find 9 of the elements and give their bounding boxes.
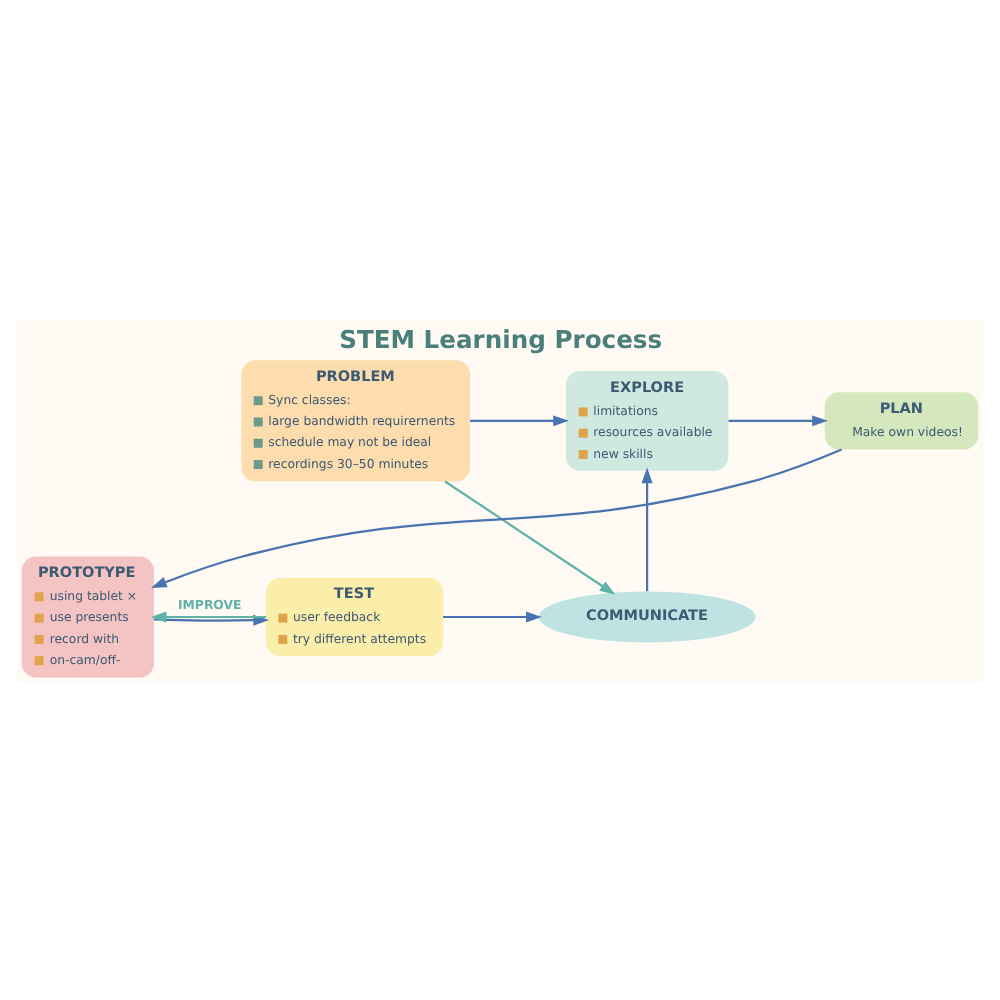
arrow xyxy=(470,414,569,426)
arrow xyxy=(728,414,828,426)
arrow xyxy=(150,610,266,622)
arrow xyxy=(641,466,653,591)
diagram-title: STEM Learning Process xyxy=(339,324,663,353)
arrow xyxy=(444,479,616,594)
arrow xyxy=(443,610,542,622)
arrow xyxy=(154,613,269,625)
arrow xyxy=(151,447,843,587)
